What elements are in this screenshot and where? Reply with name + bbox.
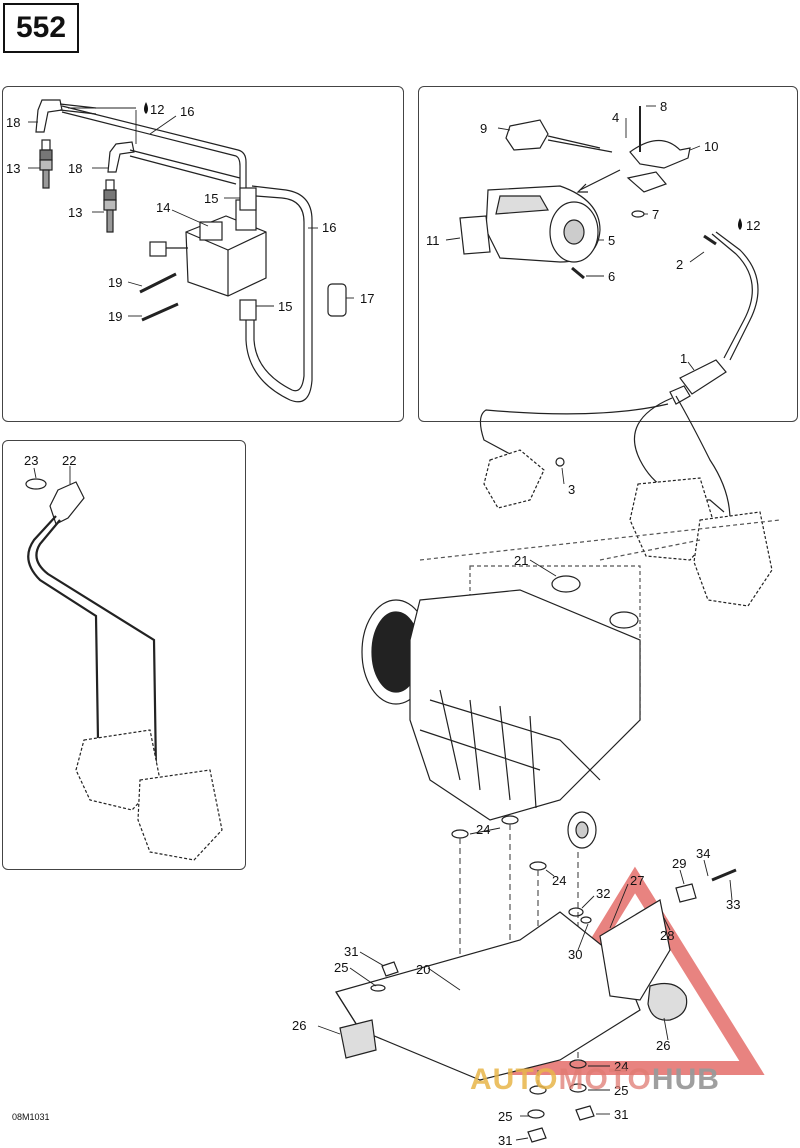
callout-12: 12: [746, 218, 760, 233]
callout-31: 31: [614, 1107, 628, 1122]
callout-4: 4: [612, 110, 619, 125]
callout-32: 32: [596, 886, 610, 901]
watermark-part-1: AUTO: [470, 1063, 559, 1096]
panel-throttle-sensor: [418, 86, 798, 422]
panel-ignition: [2, 86, 404, 422]
callout-3: 3: [568, 482, 575, 497]
callout-18: 18: [6, 115, 20, 130]
callout-27: 27: [630, 873, 644, 888]
callout-14: 14: [156, 200, 170, 215]
callout-29: 29: [672, 856, 686, 871]
callout-28: 28: [660, 928, 674, 943]
drawing-code: 08M1031: [12, 1112, 50, 1122]
callout-17: 17: [360, 291, 374, 306]
oil-drop-icon: [738, 218, 742, 230]
callout-24: 24: [552, 873, 566, 888]
oil-drop-icon: [144, 102, 148, 114]
callout-11: 11: [426, 233, 440, 248]
callout-2: 2: [676, 257, 683, 272]
ignition-parts: [35, 99, 347, 403]
callout-25: 25: [614, 1083, 628, 1098]
callout-34: 34: [696, 846, 710, 861]
callout-19: 19: [108, 309, 122, 324]
watermark-text: AUTOMOTOHUB: [470, 1063, 720, 1097]
callout-26: 26: [292, 1018, 306, 1033]
callout-24: 24: [614, 1059, 628, 1074]
callout-7: 7: [652, 207, 659, 222]
callout-24: 24: [476, 822, 490, 837]
callout-33: 33: [726, 897, 740, 912]
callout-23: 23: [24, 453, 38, 468]
callout-15: 15: [204, 191, 218, 206]
panel-carburetor-cable: [2, 440, 246, 870]
callout-8: 8: [660, 99, 667, 114]
callout-1: 1: [680, 351, 687, 366]
callout-5: 5: [608, 233, 615, 248]
carb-cable-parts: [25, 478, 223, 861]
page-number-box: 552: [3, 3, 79, 53]
callout-labels: 18 13 18 13 12 16 14 15 16 15 17 19 19 9…: [6, 99, 760, 1148]
throttle-sensor-parts: [459, 106, 773, 607]
callout-21: 21: [514, 553, 528, 568]
callout-31: 31: [498, 1133, 512, 1148]
callout-13: 13: [6, 161, 20, 176]
callout-30: 30: [568, 947, 582, 962]
page-number: 552: [15, 11, 67, 44]
engine-assembly: [335, 519, 781, 1143]
callout-15: 15: [278, 299, 292, 314]
callout-19: 19: [108, 275, 122, 290]
callout-9: 9: [480, 121, 487, 136]
callout-26: 26: [656, 1038, 670, 1053]
callout-25: 25: [334, 960, 348, 975]
callout-13: 13: [68, 205, 82, 220]
callout-25: 25: [498, 1109, 512, 1124]
callout-12: 12: [150, 102, 164, 117]
callout-20: 20: [416, 962, 430, 977]
leader-lines: [28, 105, 733, 1141]
callout-16: 16: [322, 220, 336, 235]
watermark-part-2: MOTO: [558, 1063, 652, 1096]
callout-22: 22: [62, 453, 76, 468]
callout-31: 31: [344, 944, 358, 959]
callout-18: 18: [68, 161, 82, 176]
callout-6: 6: [608, 269, 615, 284]
callout-16: 16: [180, 104, 194, 119]
callout-10: 10: [704, 139, 718, 154]
watermark-part-3: HUB: [651, 1063, 720, 1096]
